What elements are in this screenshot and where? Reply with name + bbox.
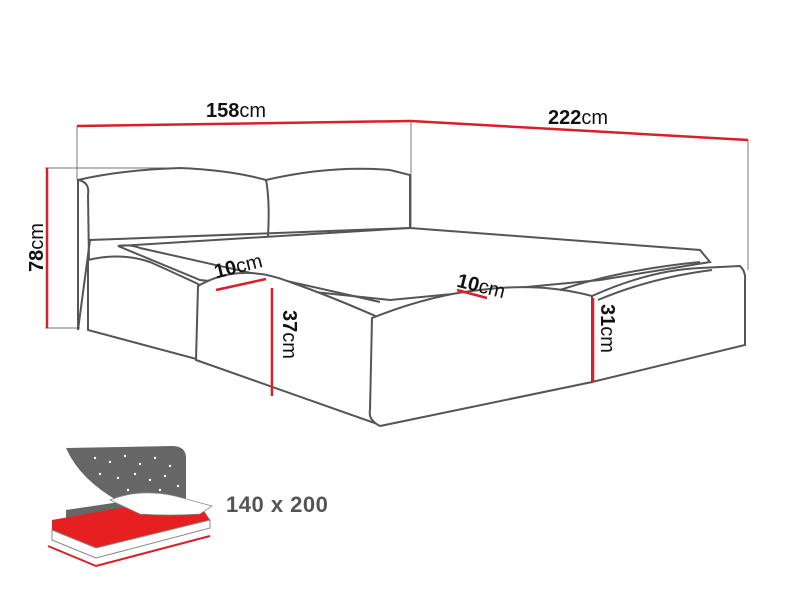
bed-mattress-icon [47,446,213,568]
headboard [77,166,411,331]
foot-right-block [368,286,593,428]
length-dimension-line [410,119,749,142]
height-label: 78cm [26,223,48,272]
left-height-label: 37cm [278,310,300,359]
right-height-label: 31cm [596,304,618,353]
right-thickness-line [456,288,488,300]
right-side-rail [559,261,747,384]
length-label: 222cm [548,107,609,129]
mattress-size-label: 140 x 200 [226,492,329,517]
width-dimension-line [76,119,412,128]
left-thickness-line [215,277,267,292]
width-label: 158cm [206,100,267,122]
